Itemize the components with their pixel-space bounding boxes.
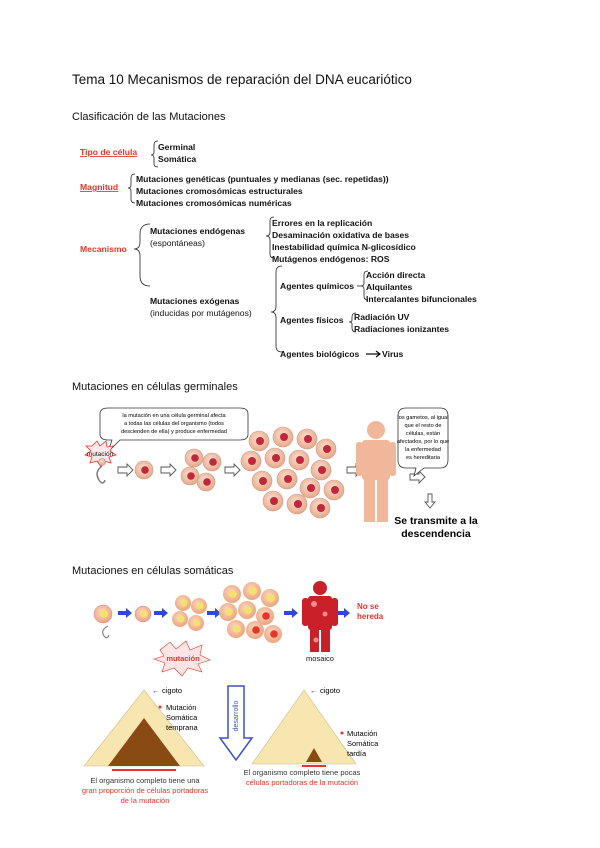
cigoto-right-label: cigoto (320, 686, 340, 695)
caption-left-line1: El organismo completo tiene una (90, 776, 200, 785)
mosaico-label: mosaico (306, 654, 334, 663)
triangle-late (252, 690, 356, 766)
mosaic-person-icon (302, 581, 338, 652)
caption-right-line1: El organismo completo tiene pocas (244, 768, 361, 777)
temprana-line1: Mutación (166, 703, 196, 712)
development-arrow-label: desarrollo (233, 701, 240, 732)
tardia-line3: tardía (347, 749, 367, 758)
no-se-hereda-line1: No se (357, 602, 379, 611)
cigoto-left-label: cigoto (162, 686, 182, 695)
temprana-line2: Somática (166, 713, 198, 722)
cigoto-right-arrow: ← (310, 688, 317, 695)
development-arrow-icon: desarrollo (220, 686, 252, 760)
late-dot-icon (341, 732, 344, 735)
tardia-line2: Somática (347, 739, 379, 748)
no-se-hereda-line2: hereda (357, 612, 384, 621)
caption-left-line2: gran proporción de células portadoras (82, 786, 209, 795)
tardia-line1: Mutación (347, 729, 377, 738)
somatic-cell-2 (135, 606, 151, 622)
somatic-mutacion-label: mutación (166, 654, 200, 663)
cigoto-left-arrow: ← (152, 688, 159, 695)
temprana-line3: temprana (166, 723, 199, 732)
somatic-cell-cluster (219, 582, 282, 643)
somatic-sperm-icon (103, 626, 109, 638)
early-dot-icon (159, 706, 162, 709)
caption-left-line3: de la mutación (121, 796, 170, 805)
caption-right-line2: células portadoras de la mutación (246, 778, 358, 787)
somatic-cells-4 (172, 595, 207, 631)
somatic-cell-1 (94, 605, 112, 638)
